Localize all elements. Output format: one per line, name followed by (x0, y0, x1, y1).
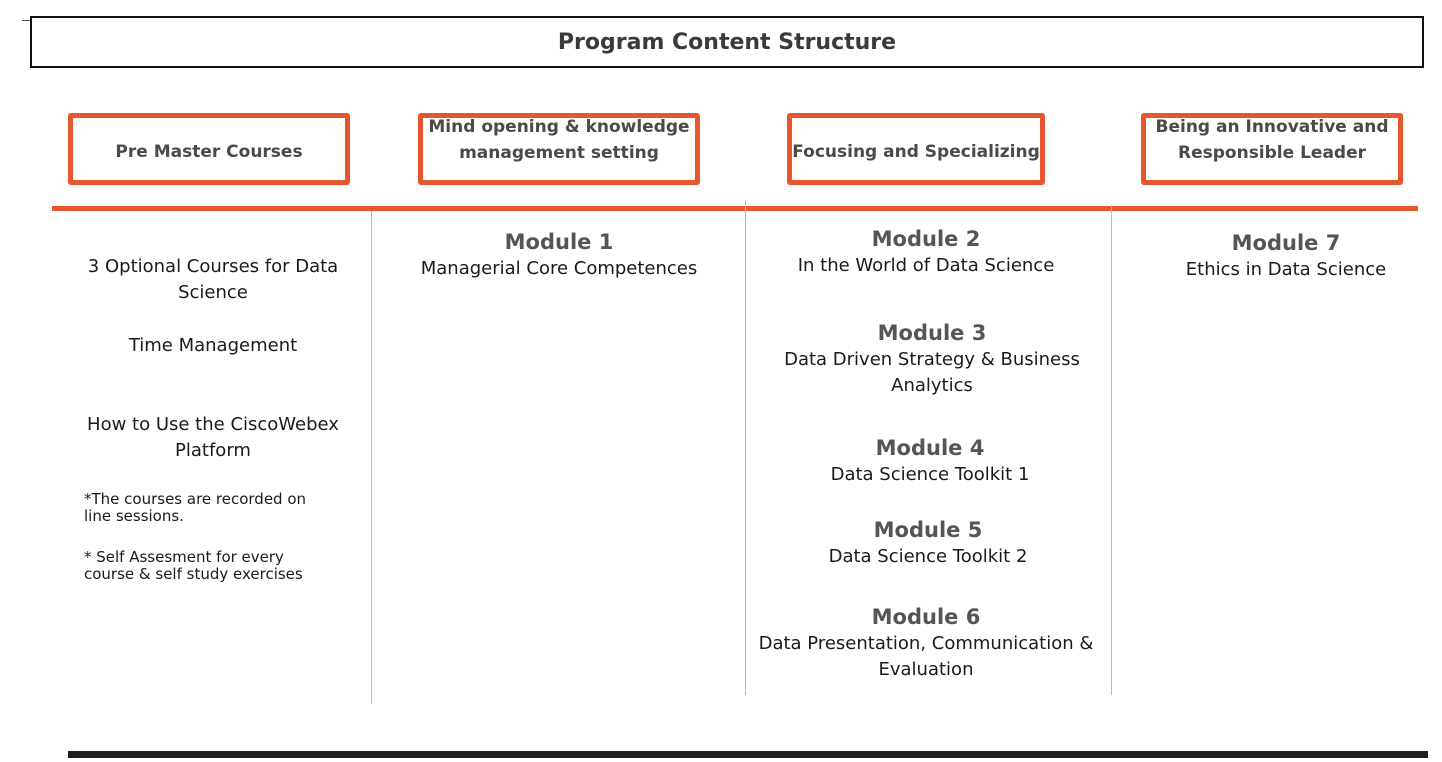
module-6: Module 6 Data Presentation, Communicatio… (752, 603, 1100, 683)
title-box: Program Content Structure (30, 16, 1424, 68)
module-title: Module 2 (871, 227, 981, 251)
module-2: Module 2 In the World of Data Science (758, 225, 1094, 279)
column-divider (1111, 205, 1112, 695)
module-3: Module 3 Data Driven Strategy & Business… (782, 319, 1082, 399)
module-description: Data Science Toolkit 2 (828, 546, 1028, 567)
module-5: Module 5 Data Science Toolkit 2 (758, 516, 1098, 570)
course-item: How to Use the CiscoWebex Platform (87, 414, 339, 461)
corner-mark (22, 20, 32, 21)
module-description: Ethics in Data Science (1185, 259, 1387, 280)
phase-label: Mind opening & knowledge management sett… (428, 117, 690, 163)
phase-label: Focusing and Specializing (792, 142, 1040, 162)
module-description: Data Science Toolkit 1 (830, 464, 1030, 485)
phase-box-mind-opening: Mind opening & knowledge management sett… (418, 113, 700, 185)
module-description: Managerial Core Competences (420, 258, 698, 279)
module-title: Module 4 (875, 436, 985, 460)
module-title: Module 7 (1231, 231, 1341, 255)
module-7: Module 7 Ethics in Data Science (1140, 229, 1432, 283)
phase-box-leader: Being an Innovative and Responsible Lead… (1141, 113, 1403, 185)
module-1: Module 1 Managerial Core Competences (385, 228, 733, 282)
note-text: * Self Assesment for every course & self… (84, 548, 303, 583)
module-title: Module 1 (504, 230, 614, 254)
timeline-divider (52, 206, 1418, 211)
course-item: 3 Optional Courses for Data Science (87, 256, 339, 303)
phase-label: Pre Master Courses (115, 142, 303, 162)
module-4: Module 4 Data Science Toolkit 1 (760, 434, 1100, 488)
course-item: Time Management (128, 335, 298, 356)
module-description: Data Driven Strategy & Business Analytic… (784, 349, 1080, 396)
page-title: Program Content Structure (557, 29, 897, 55)
module-title: Module 5 (873, 518, 983, 542)
module-title: Module 3 (877, 321, 987, 345)
note-text: *The courses are recorded on line sessio… (84, 490, 307, 525)
phase-label: Being an Innovative and Responsible Lead… (1155, 117, 1389, 163)
phase-box-focusing: Focusing and Specializing (787, 113, 1045, 185)
module-description: Data Presentation, Communication & Evalu… (758, 633, 1094, 680)
bottom-bar (68, 751, 1428, 758)
column-divider (745, 200, 746, 695)
module-title: Module 6 (871, 605, 981, 629)
phase-box-pre-master: Pre Master Courses (68, 113, 350, 185)
column-divider (371, 211, 372, 704)
module-description: In the World of Data Science (797, 255, 1055, 276)
